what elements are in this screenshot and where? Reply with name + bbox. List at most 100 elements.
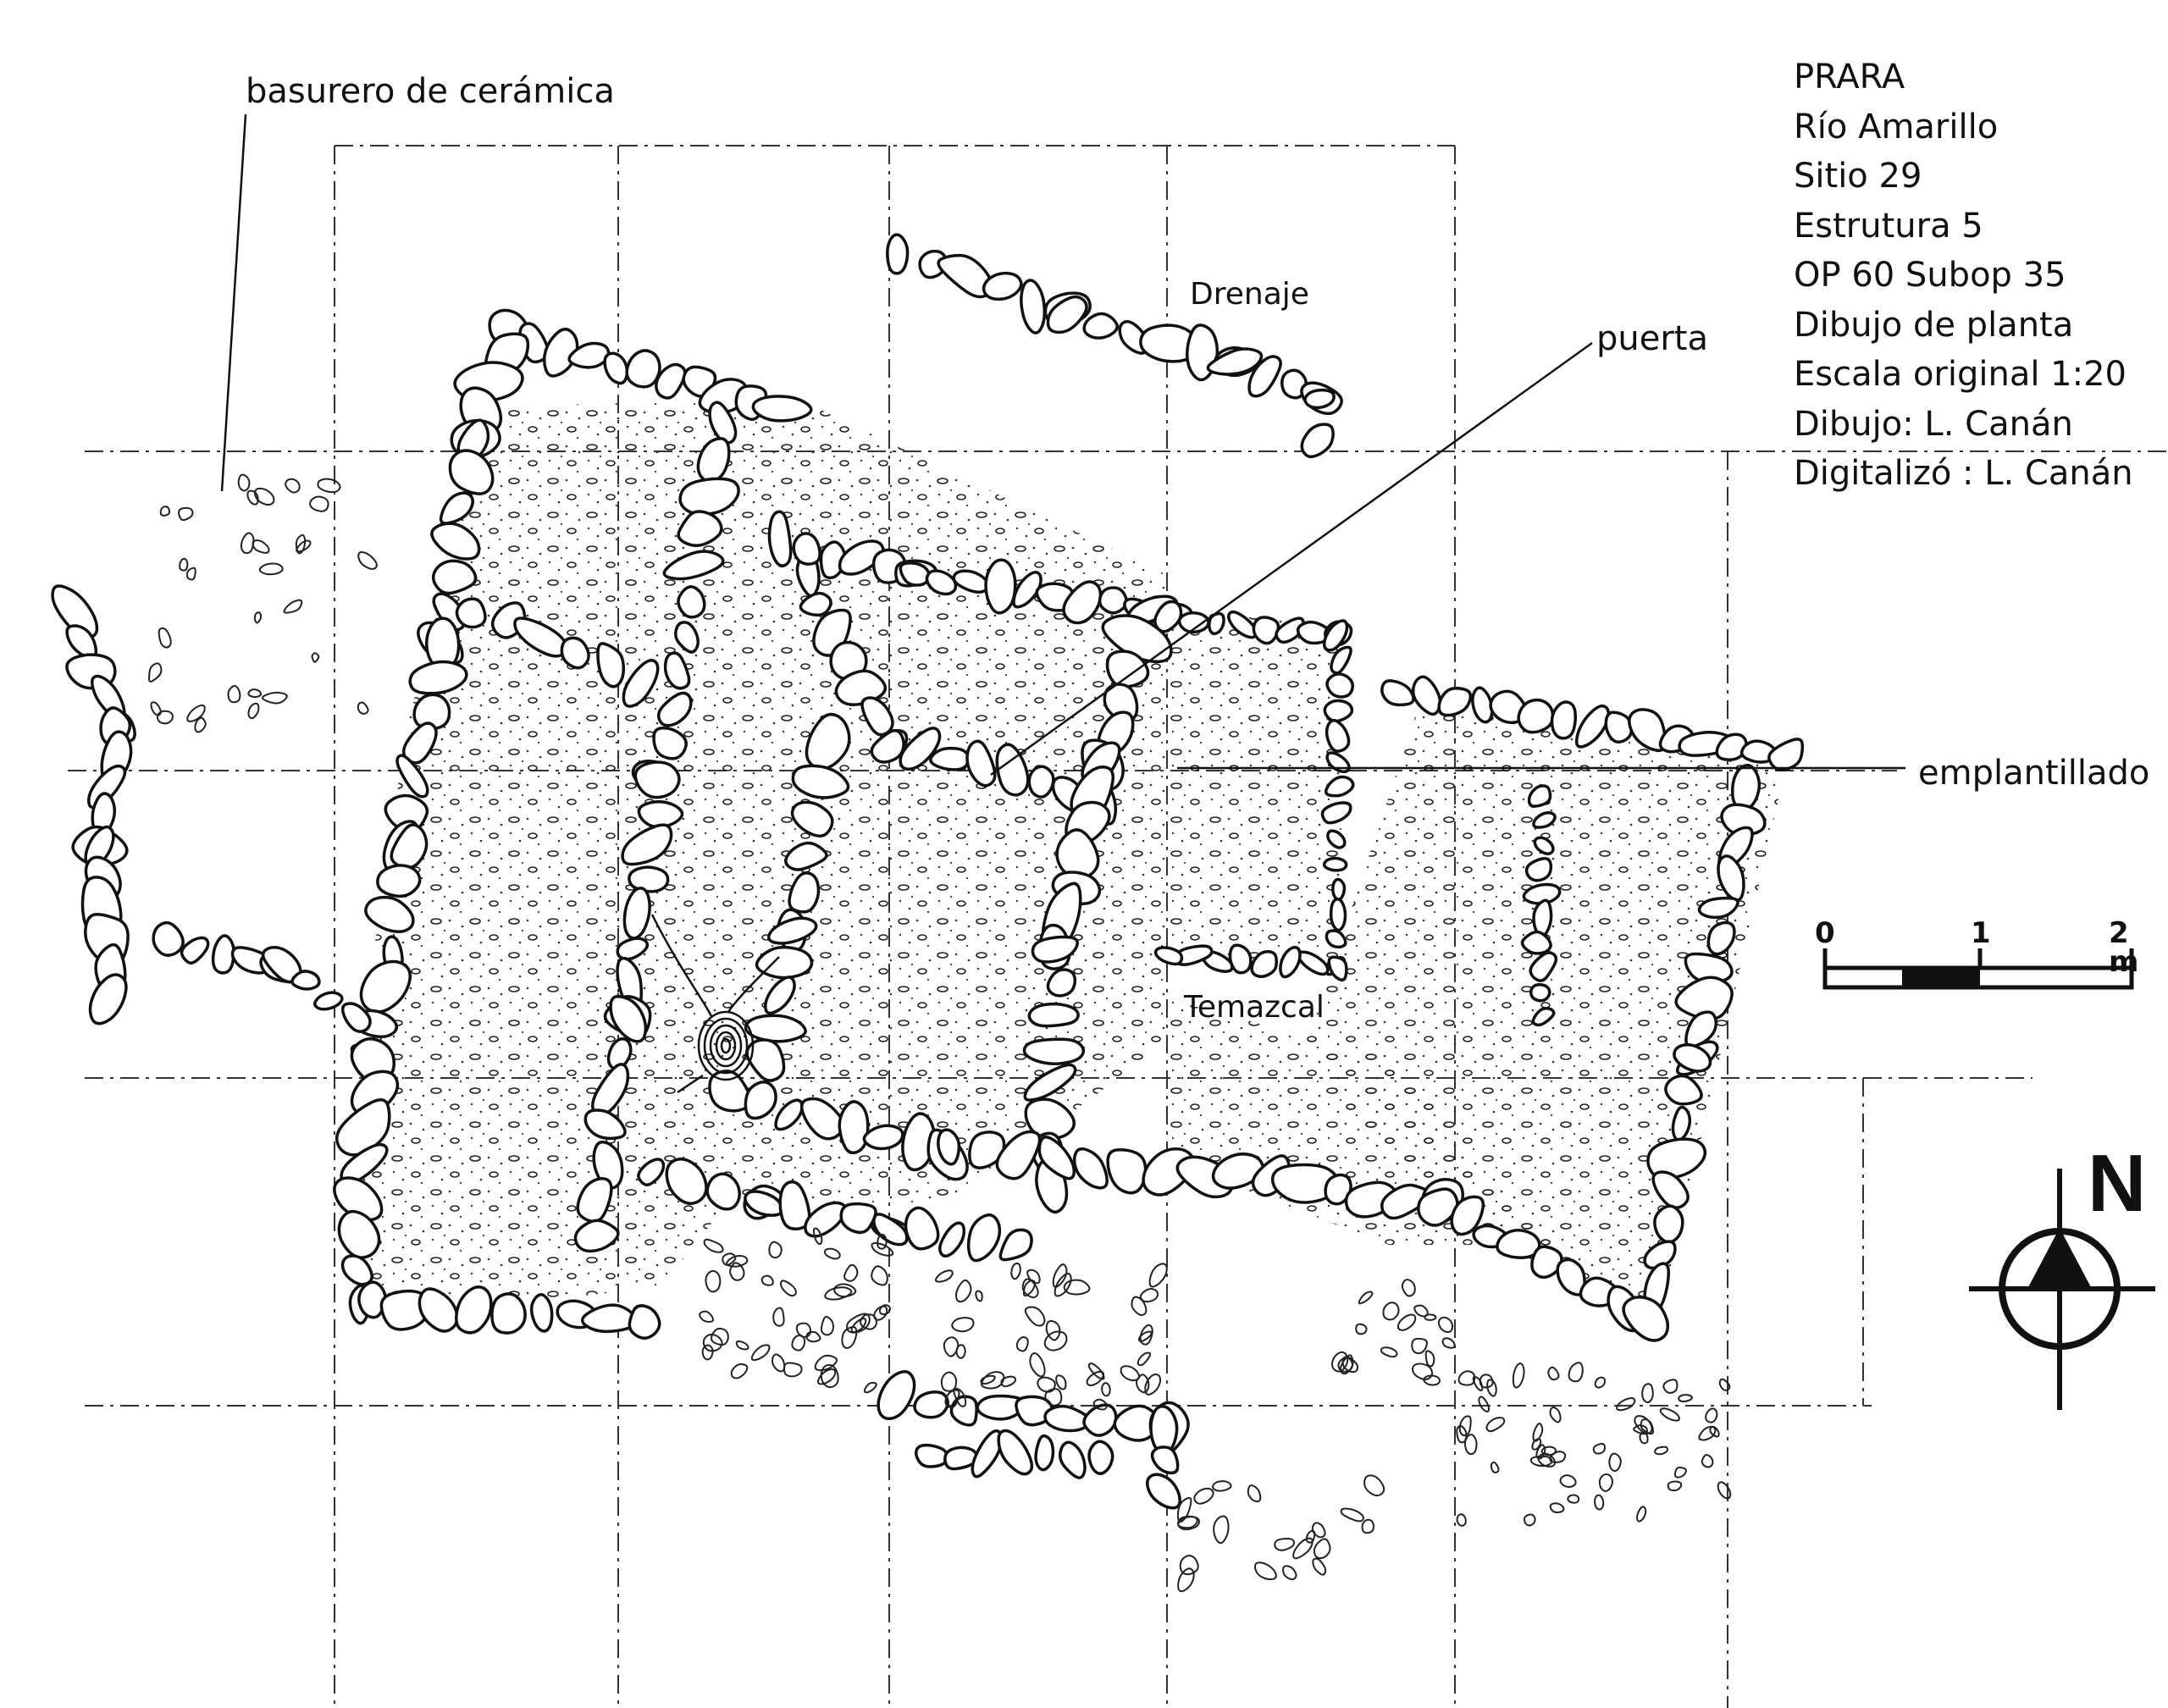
pebble [247,702,260,720]
pebble [1463,1434,1478,1456]
pebble [1176,1496,1192,1523]
pebble [820,1316,834,1336]
pebble [283,599,303,614]
wall-stone [1101,614,1173,664]
wall-stone [418,1287,459,1333]
wall-stone [1027,1002,1080,1028]
pebble [710,1327,729,1346]
pebble [1701,1454,1714,1468]
wall-stone [1300,423,1335,459]
pebble [357,550,378,570]
wall-stone [333,1176,384,1222]
pebble [1456,1425,1468,1444]
legend-line: Dibujo: L. Canán [1794,404,2073,444]
pebble [820,1363,839,1389]
wall-stone [1087,1440,1114,1475]
wall-stone [918,249,948,279]
pebble [1594,1376,1607,1389]
legend-line: Río Amarillo [1794,107,1999,146]
wall-stone [1012,571,1043,609]
wall-stone [784,841,828,871]
pebble [1010,1262,1021,1280]
wall-stone [1671,1105,1692,1142]
wall-stone [1622,1295,1669,1342]
wall-stone [677,585,706,619]
pebble [1547,1366,1560,1381]
wall-stone [665,1158,708,1205]
wall-stone [1520,930,1552,955]
pebble [317,478,341,494]
pebble [1282,1565,1297,1581]
pebble [1705,1407,1718,1423]
pebble [980,1374,996,1385]
pebble [760,1274,774,1286]
wall-stone [529,1293,554,1333]
pebble [1537,1452,1557,1468]
wall-stone [1046,295,1088,334]
pebble [975,1290,983,1302]
pebble [1717,1481,1732,1500]
pebble [1139,1324,1153,1346]
wall-stone [899,727,942,771]
pebble [1063,1279,1091,1296]
wall-stone [1206,347,1264,376]
wall-stone [662,550,725,581]
wall-stone [925,569,958,596]
wall-stone [1024,1097,1076,1140]
pebble [1411,1337,1428,1355]
wall-stone [862,1124,904,1151]
pebble [157,710,174,725]
wall-stone [904,1206,940,1251]
pebble [1312,1557,1327,1576]
wall-stone [949,1395,978,1427]
pebble [1485,1417,1506,1433]
pebble [791,1334,806,1351]
wall-stone [1604,710,1634,744]
pebble [1567,1494,1580,1504]
pebble [702,1333,723,1352]
wall-stone [1664,1074,1703,1106]
label-ceramic-dump: basurero de cerámica [246,72,615,111]
wall-stone [929,746,971,771]
pebble [771,1353,786,1373]
pebble [1000,1375,1017,1388]
wall-stone [1082,1403,1118,1437]
pebble [1532,1423,1544,1442]
wall-stone [312,991,344,1011]
wall-stone [448,449,495,495]
wall-stone [1320,801,1352,825]
wall-stone [1211,1152,1264,1190]
pebble [1512,1363,1525,1389]
pebble [1441,1337,1456,1349]
wall-stone [637,1158,666,1186]
wall-stone [290,970,321,991]
wall-stone [705,1172,741,1211]
pebble [1355,1323,1368,1335]
wall-stone [1697,896,1739,920]
pebble [1305,1529,1316,1544]
pebble [159,506,171,517]
pebble [701,1344,714,1361]
wall-stone [1046,968,1077,998]
pebble [1401,1279,1416,1297]
wall-stone [982,271,1023,301]
wall-stone [886,233,910,275]
pebble [311,652,320,663]
pebble [1559,1474,1577,1488]
pebble [246,489,259,506]
wall-stone [1653,1204,1684,1244]
wall-stone [984,558,1017,615]
wall-stone [1324,775,1355,798]
wall-stone [455,597,487,629]
wall-stone [390,823,429,870]
pebble [1120,1365,1141,1382]
pebble [934,1269,954,1283]
wall-stone [573,1219,620,1253]
wall-stone [914,1443,949,1468]
wall-stone [580,1303,639,1334]
wall-stone [1684,1010,1718,1048]
wall-stone [439,491,474,525]
pebble [261,691,288,705]
legend-line: Sitio 29 [1794,157,1922,196]
